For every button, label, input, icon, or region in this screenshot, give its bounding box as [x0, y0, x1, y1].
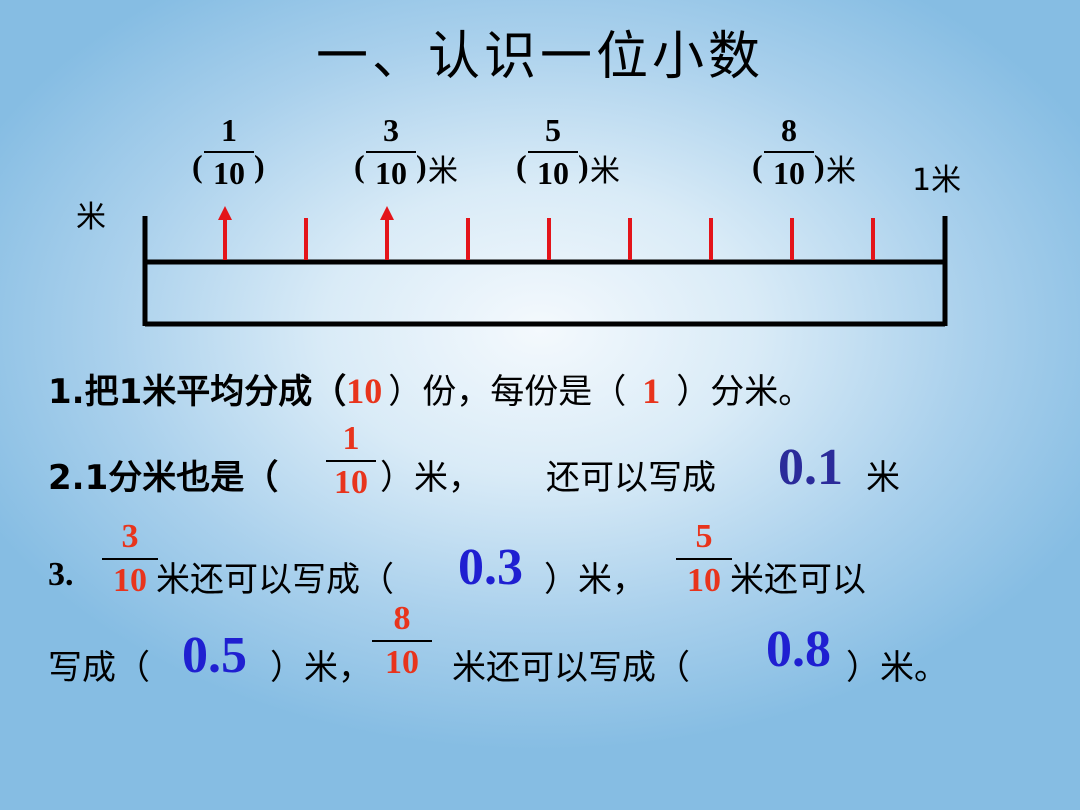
q2-suffix: 米	[866, 458, 900, 498]
arrow-3	[380, 206, 394, 220]
ruler-right-unit: 1米	[912, 163, 962, 198]
q3-text-1: 米还可以写成（	[156, 560, 394, 600]
q2-middle: ）米，	[380, 458, 482, 498]
q1-suffix: ）分米。	[676, 372, 813, 412]
q2-fraction: 1 10	[326, 420, 376, 502]
q3-text-4: 写成（	[48, 648, 150, 688]
q3-text-3: 米还可以	[730, 560, 866, 600]
q1-answer-2: 1	[642, 371, 661, 411]
q3-fraction-3: 8 10	[372, 600, 432, 682]
q2-text: 还可以写成	[546, 458, 716, 498]
q1-middle: ）份，每份是（	[388, 372, 627, 412]
q3-text-5: ）米，	[270, 648, 372, 688]
question-1: 1.把1米平均分成（10）份，每份是（ 1 ）分米。	[48, 364, 812, 413]
q3-answer-2: 0.5	[182, 627, 247, 684]
q1-answer-1: 10	[346, 371, 383, 411]
q3-fraction-1: 3 10	[102, 518, 158, 600]
ruler-left-unit: 米	[76, 200, 106, 235]
q2-answer: 0.1	[778, 439, 843, 496]
arrow-1	[218, 206, 232, 220]
q3-number: 3.	[48, 556, 74, 593]
q3-fraction-2: 5 10	[676, 518, 732, 600]
q3-text-6: 米还可以写成（	[452, 648, 690, 688]
question-2: 2.1分米也是（	[48, 450, 278, 499]
q3-answer-3: 0.8	[766, 621, 831, 678]
q3-text-7: ）米。	[846, 648, 948, 688]
q2-prefix: 2.1分米也是（	[48, 458, 279, 498]
q1-prefix: 1.把1米平均分成（	[48, 372, 347, 412]
q3-text-2: ）米，	[544, 560, 646, 600]
q3-answer-1: 0.3	[458, 539, 523, 596]
ruler-ticks	[223, 218, 875, 260]
page-title: 一、认识一位小数	[315, 27, 764, 87]
